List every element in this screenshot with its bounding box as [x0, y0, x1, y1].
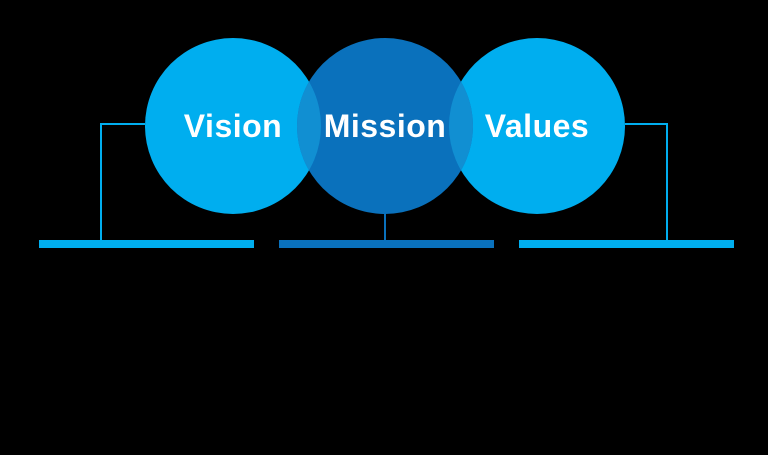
vision-connector-line: [100, 123, 145, 241]
mission-circle: [297, 38, 473, 214]
values-underline-bar: [519, 240, 734, 248]
mission-underline-bar: [279, 240, 494, 248]
values-circle: [449, 38, 625, 214]
values-label: Values: [485, 108, 589, 144]
vision-underline-bar: [39, 240, 254, 248]
vision-label: Vision: [184, 108, 282, 144]
vision-circle: [145, 38, 321, 214]
values-connector-line: [625, 123, 668, 241]
mission-label: Mission: [324, 108, 447, 144]
